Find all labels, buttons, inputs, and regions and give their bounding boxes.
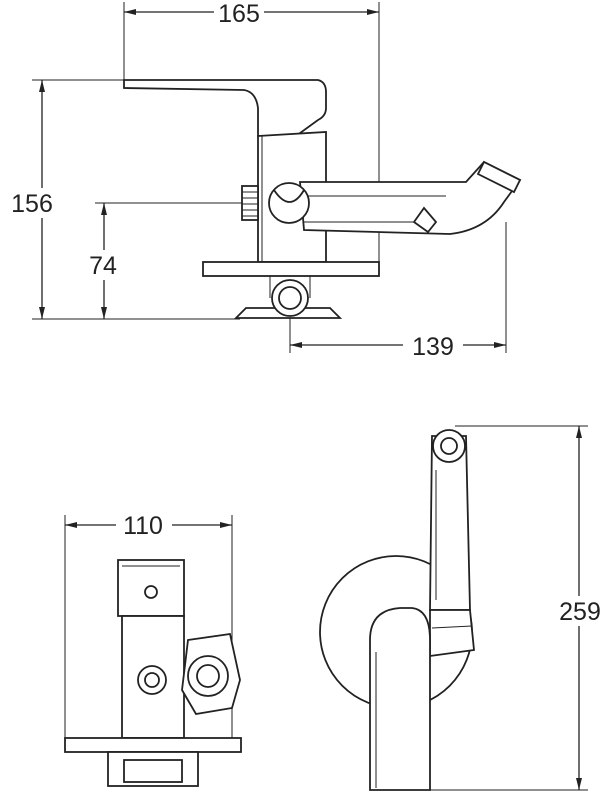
handle-lever-side xyxy=(123,79,327,137)
deck-plate-side xyxy=(202,261,380,277)
spout-knuckle-top xyxy=(429,609,475,658)
mounting-ring-inner-side xyxy=(278,286,302,310)
handle-lever-top xyxy=(369,607,431,791)
dimension-label-side-width: 165 xyxy=(218,0,260,28)
spout-knuckle-side xyxy=(268,182,310,224)
dimension-side-spout-reach: 139 xyxy=(289,222,507,361)
spray-head-inner-top xyxy=(440,437,458,455)
spout-trigger-side xyxy=(412,206,438,234)
inlet-core-front xyxy=(144,672,160,688)
dimension-label-side-inlet-height: 74 xyxy=(89,252,117,280)
dimension-label-front-width: 110 xyxy=(123,512,163,540)
dimension-label-top-total-height: 259 xyxy=(559,598,601,626)
deck-plate-front xyxy=(64,737,242,753)
base-block-inner-front xyxy=(123,759,183,783)
spout-tip-side xyxy=(476,160,522,194)
dimension-side-inlet-height: 74 xyxy=(80,202,246,319)
dimension-label-side-spout-reach: 139 xyxy=(412,333,454,361)
front-view: 110 xyxy=(64,512,242,787)
hose-connector-side xyxy=(241,185,259,221)
spray-holder-core-front xyxy=(196,664,220,688)
dimension-front-width: 110 xyxy=(64,512,233,740)
side-view: 165 156 74 139 xyxy=(4,0,522,361)
dimension-side-width: 165 xyxy=(123,0,380,262)
handle-screw-front xyxy=(144,585,158,599)
dimension-label-side-height: 156 xyxy=(11,190,53,218)
dimension-side-height: 156 xyxy=(4,79,240,320)
top-view: 259 xyxy=(319,425,608,791)
